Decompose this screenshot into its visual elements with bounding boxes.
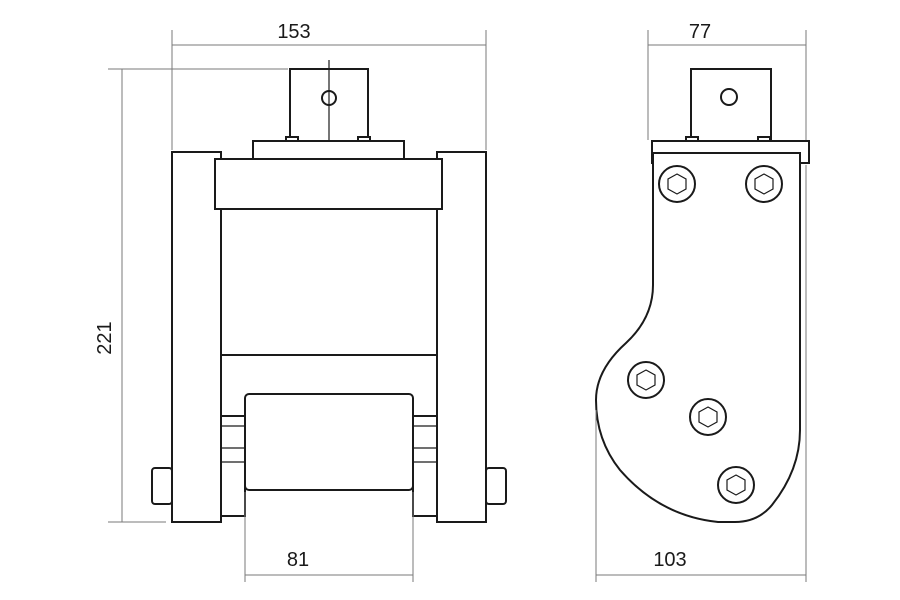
side-mount-hole xyxy=(720,88,738,106)
hex-bolt-icon xyxy=(658,165,696,203)
side-bolt-3 xyxy=(627,361,665,399)
dim-side-width: 77 xyxy=(689,21,711,43)
dim-roller-width: 81 xyxy=(287,549,309,571)
front-roller xyxy=(244,393,414,491)
hex-bolt-icon xyxy=(627,361,665,399)
side-dimensions: 77 103 xyxy=(595,21,807,582)
side-bolt-2 xyxy=(745,165,783,203)
dim-side-depth: 103 xyxy=(653,549,686,571)
front-axle-right xyxy=(412,415,438,517)
hex-bolt-icon xyxy=(717,466,755,504)
side-bolt-4 xyxy=(689,398,727,436)
front-right-frame xyxy=(436,151,487,523)
side-bolt-5 xyxy=(717,466,755,504)
front-axle-nub-right xyxy=(485,467,507,505)
dim-front-width: 153 xyxy=(277,21,310,43)
front-view xyxy=(151,60,507,523)
front-head-block xyxy=(214,158,443,210)
front-upper-plate xyxy=(252,140,405,160)
front-axle-left xyxy=(220,415,246,517)
front-axle-nub-left xyxy=(151,467,173,505)
front-left-frame xyxy=(171,151,222,523)
hex-bolt-icon xyxy=(745,165,783,203)
side-view xyxy=(594,68,810,523)
front-dimensions: 153 221 81 xyxy=(94,21,487,582)
dim-front-height: 221 xyxy=(94,321,116,354)
hex-bolt-icon xyxy=(689,398,727,436)
side-bolt-1 xyxy=(658,165,696,203)
front-main-body xyxy=(220,207,438,356)
side-bracket-plate xyxy=(594,152,801,523)
